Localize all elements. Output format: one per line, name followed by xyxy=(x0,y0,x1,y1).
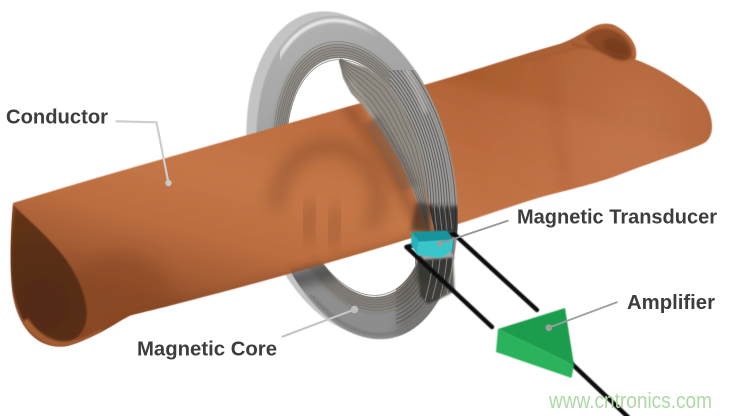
svg-text:Magnetic Core: Magnetic Core xyxy=(137,339,277,361)
svg-text:www.cntronics.com: www.cntronics.com xyxy=(548,388,712,413)
svg-text:Magnetic Transducer: Magnetic Transducer xyxy=(517,207,717,229)
svg-text:Conductor: Conductor xyxy=(6,107,108,129)
svg-text:Amplifier: Amplifier xyxy=(627,292,715,314)
